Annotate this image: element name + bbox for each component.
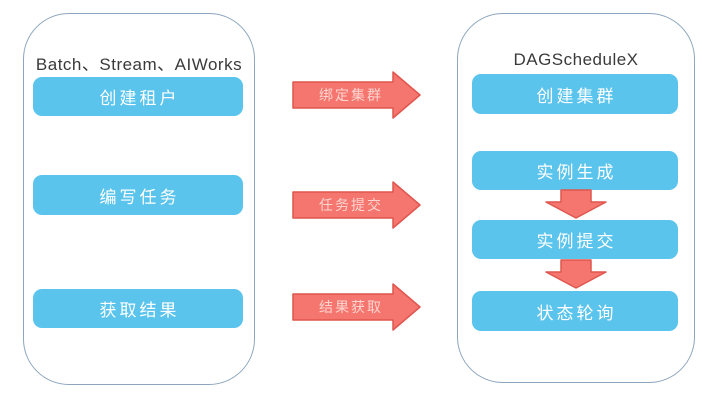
step-instance-generate: 实例生成 bbox=[472, 151, 678, 190]
panel-title-right: DAGScheduleX bbox=[513, 50, 639, 69]
step-create-tenant: 创建租户 bbox=[33, 77, 243, 116]
arrow-down-icon bbox=[545, 259, 607, 289]
connector-submit-to-poll bbox=[545, 259, 607, 289]
arrow-label: 绑定集群 bbox=[319, 87, 383, 103]
connector-generate-to-submit bbox=[545, 189, 607, 219]
step-create-cluster: 创建集群 bbox=[472, 74, 678, 114]
arrow-right-icon bbox=[292, 181, 421, 229]
step-instance-submit: 实例提交 bbox=[472, 220, 678, 259]
arrow-label: 结果获取 bbox=[319, 299, 383, 315]
flow-arrow-task-submit: 任务提交 bbox=[292, 181, 422, 229]
step-label: 获取结果 bbox=[99, 301, 180, 320]
arrow-down-icon bbox=[545, 189, 607, 219]
arrow-label: 任务提交 bbox=[319, 197, 383, 213]
step-get-result: 获取结果 bbox=[33, 289, 243, 328]
step-label: 创建集群 bbox=[536, 86, 617, 106]
step-label: 状态轮询 bbox=[536, 303, 617, 323]
arrow-right-icon bbox=[292, 283, 421, 331]
flow-arrow-bind-cluster: 绑定集群 bbox=[292, 71, 422, 119]
step-status-poll: 状态轮询 bbox=[472, 291, 678, 331]
panel-title-left: Batch、Stream、AIWorks bbox=[35, 55, 243, 74]
step-label: 编写任务 bbox=[99, 187, 180, 207]
step-label: 实例提交 bbox=[536, 232, 617, 251]
arrow-right-icon bbox=[292, 71, 421, 119]
flow-arrow-result-fetch: 结果获取 bbox=[292, 283, 422, 331]
step-write-task: 编写任务 bbox=[33, 175, 243, 215]
step-label: 创建租户 bbox=[99, 89, 180, 108]
step-label: 实例生成 bbox=[536, 163, 617, 182]
